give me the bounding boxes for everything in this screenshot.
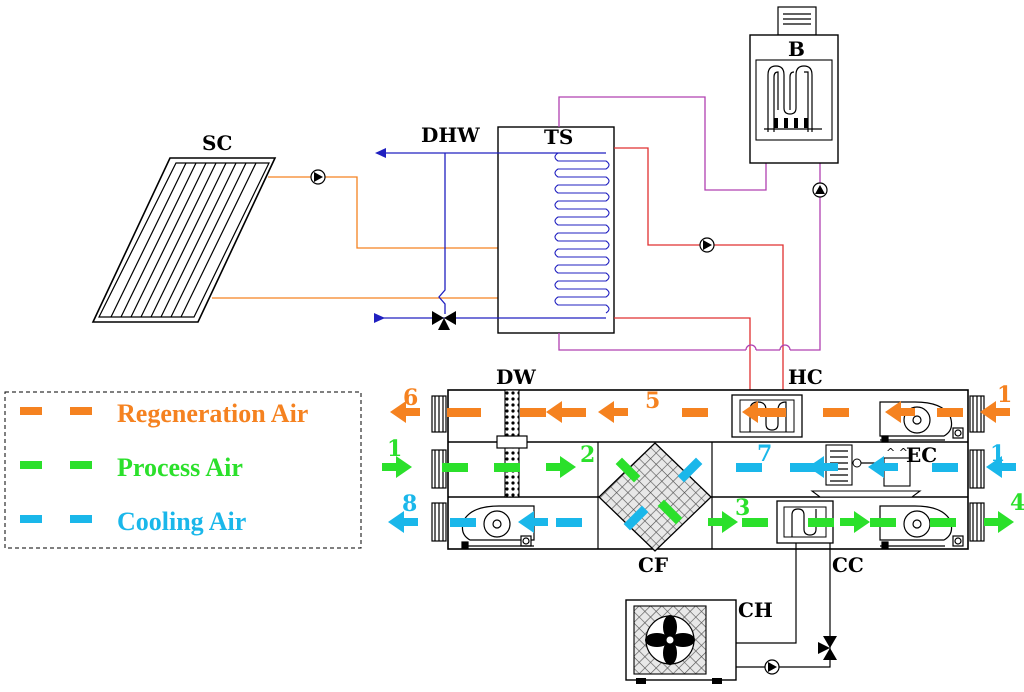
state-point-process-in: 1 xyxy=(387,436,402,462)
label-b: B xyxy=(788,37,805,61)
pump-icon xyxy=(764,659,780,675)
label-ch: CH xyxy=(738,598,773,622)
state-point-process-after-cf: 3 xyxy=(735,495,750,521)
cooling-air-dash xyxy=(623,505,649,531)
damper-icon xyxy=(431,395,985,542)
regeneration-air-arrow xyxy=(742,401,772,423)
thermal-storage-tank: TS xyxy=(497,125,615,334)
pump-icon xyxy=(699,237,715,253)
regeneration-air-dash xyxy=(520,408,546,417)
legend-item-regeneration: Regeneration Air xyxy=(20,399,308,428)
process-air-dash xyxy=(930,518,956,527)
cooling-air-dash xyxy=(790,463,816,472)
label-cc: CC xyxy=(832,553,864,577)
legend-label-regeneration: Regeneration Air xyxy=(117,399,308,428)
process-air-dash xyxy=(442,463,468,472)
state-point-regen-mid: 5 xyxy=(645,388,660,414)
regeneration-air-arrow xyxy=(885,401,915,423)
regeneration-air-dash xyxy=(455,408,481,417)
cooling-air-arrow xyxy=(868,456,898,478)
state-point-cooling-after-ec: 7 xyxy=(757,441,772,467)
cooling-air-arrow xyxy=(986,456,1016,478)
state-point-process-out: 4 xyxy=(1010,490,1024,516)
boiler-loop xyxy=(558,96,821,351)
regeneration-air-dash xyxy=(937,408,963,417)
legend-label-cooling: Cooling Air xyxy=(117,507,246,536)
cooling-air-arrow xyxy=(518,511,548,533)
regeneration-air-dash xyxy=(760,408,786,417)
fan-icon xyxy=(879,505,964,549)
air-flow-arrows xyxy=(382,401,1016,533)
chiller: CH xyxy=(625,598,773,684)
three-way-valve-icon xyxy=(818,636,837,660)
label-sc: SC xyxy=(202,131,232,155)
process-air-dash xyxy=(870,518,896,527)
legend-item-process: Process Air xyxy=(20,453,243,482)
pump-icon xyxy=(812,182,828,198)
cooling-air-dash xyxy=(932,463,958,472)
process-air-dash xyxy=(494,463,520,472)
process-air-arrow xyxy=(984,511,1014,533)
regeneration-air-dash xyxy=(682,408,708,417)
regeneration-air-arrow xyxy=(598,401,628,423)
process-air-dash xyxy=(742,518,768,527)
regeneration-air-arrow xyxy=(390,401,420,423)
process-air-arrow xyxy=(546,456,576,478)
fan-icon xyxy=(461,505,535,549)
solar-collector: SC xyxy=(91,131,277,323)
state-point-regen-out: 6 xyxy=(403,385,418,411)
regeneration-air-arrow xyxy=(980,401,1010,423)
label-dw: DW xyxy=(496,365,536,389)
boiler: B xyxy=(749,6,839,164)
cooling-air-arrow xyxy=(388,511,418,533)
dhw-outlet-arrow xyxy=(375,148,386,158)
dhw-lines xyxy=(383,152,606,319)
svg-text:^ ^: ^ ^ xyxy=(886,446,908,459)
evaporative-cooler: ^ ^ EC xyxy=(810,443,937,498)
label-hc: HC xyxy=(788,365,823,389)
cooling-air-dash xyxy=(450,518,476,527)
state-point-process-after-dw: 2 xyxy=(580,442,595,468)
process-air-dash xyxy=(615,457,641,483)
heating-coil: HC xyxy=(731,365,823,438)
legend: Regeneration Air Process Air Cooling Air xyxy=(4,391,362,549)
state-point-cooling-in: 1 xyxy=(990,441,1005,467)
regeneration-air-dash xyxy=(823,408,849,417)
label-ec: EC xyxy=(906,443,937,467)
legend-item-cooling: Cooling Air xyxy=(20,507,246,536)
process-air-arrow xyxy=(382,456,412,478)
cooling-air-dash xyxy=(677,457,703,483)
label-ts: TS xyxy=(544,125,573,149)
legend-label-process: Process Air xyxy=(117,453,243,482)
three-way-valve-icon xyxy=(432,311,456,330)
label-cf: CF xyxy=(638,553,668,577)
process-air-arrow xyxy=(708,511,738,533)
cooling-air-arrow xyxy=(808,456,838,478)
process-air-arrow xyxy=(840,511,870,533)
state-points: 6 5 1 1 2 3 4 1 7 8 xyxy=(387,382,1024,521)
label-dhw: DHW xyxy=(421,123,480,147)
process-air-dash xyxy=(657,499,683,525)
process-air-dash xyxy=(808,518,834,527)
state-point-regen-in: 1 xyxy=(997,382,1012,408)
regeneration-air-arrow xyxy=(546,401,576,423)
hot-water-loop xyxy=(614,147,784,410)
cooling-air-dash xyxy=(556,518,582,527)
solar-loop xyxy=(212,176,546,299)
state-point-cooling-out: 8 xyxy=(402,491,417,517)
cooling-air-dash xyxy=(736,463,762,472)
pump-icon xyxy=(310,169,326,185)
dhw-inlet-arrow xyxy=(374,313,385,323)
